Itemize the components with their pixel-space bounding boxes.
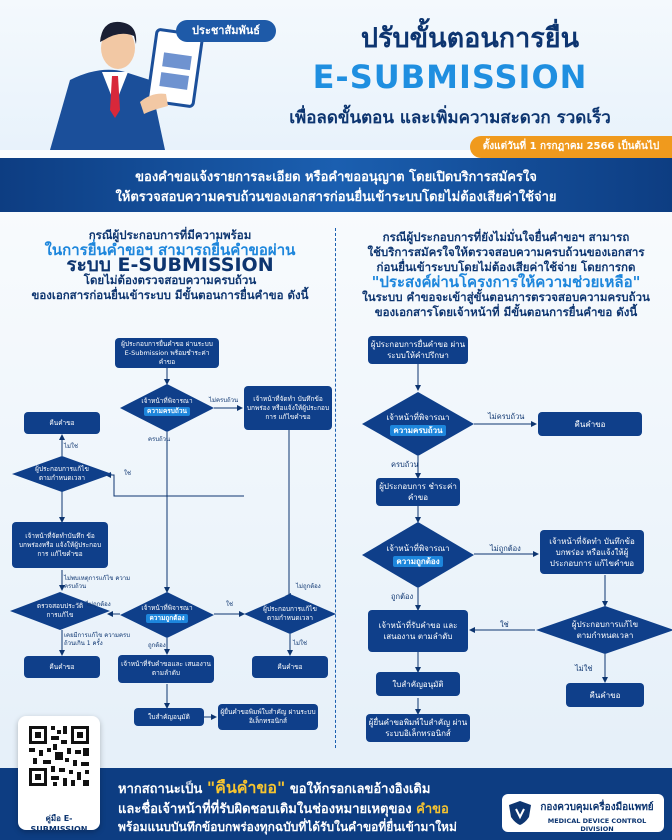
left-notify-box-2: เจ้าหน้าที่จัดทำบันทึก ข้อบกพร่องหรือ แจ… <box>12 522 108 568</box>
left-d1-highlight: ความครบถ้วน <box>144 407 190 416</box>
footer-line1-highlight: "คืนคำขอ" <box>206 778 286 797</box>
left-correctness-decision: เจ้าหน้าที่พิจารณา ความถูกต้อง <box>120 592 214 638</box>
left-print-box: ผู้ยื่นคำขอพิมพ์ใบสำคัญ ผ่านระบบอิเล็กทร… <box>218 704 318 730</box>
right-label-no: ไม่ใช่ <box>575 664 593 673</box>
right-label-correct: ถูกต้อง <box>391 592 414 601</box>
left-label-incomplete: ไม่ครบถ้วน <box>209 397 239 404</box>
qr-card[interactable] <box>18 716 100 830</box>
left-label-defect: ไม่พบเหตุการแก้ไข ความครบถ้วน <box>64 575 131 590</box>
left-label-notcorrect: ไม่ถูกต้อง <box>296 583 321 590</box>
left-label-no-1: ไม่ใช่ <box>64 443 78 450</box>
left-completeness-decision: เจ้าหน้าที่พิจารณา ความครบถ้วน <box>120 384 214 432</box>
right-d1-highlight: ความครบถ้วน <box>390 425 446 436</box>
right-return-box-2: คืนคำขอ <box>566 683 644 707</box>
left-label-yes-2: ใช่ <box>226 601 234 608</box>
footer-line2-highlight: คำขอ <box>416 802 449 817</box>
right-fixed-text: ผู้ประกอบการแก้ไข ตามกำหนดเวลา <box>571 620 639 640</box>
right-description: กรณีผู้ประกอบการที่ยังไม่มั่นใจยื่นคำขอฯ… <box>345 230 667 320</box>
left-fixed-decision-2: ผู้ประกอบการแก้ไข ตามกำหนดเวลา <box>244 594 336 634</box>
effective-date-badge: ตั้งแต่วันที่ 1 กรกฎาคม 2566 เป็นต้นไป <box>470 136 672 158</box>
right-fixed-decision: ผู้ประกอบการแก้ไข ตามกำหนดเวลา <box>536 606 672 654</box>
left-fixed-decision-1: ผู้ประกอบการแก้ไข ตามกำหนดเวลา <box>12 456 112 492</box>
right-desc-line1: กรณีผู้ประกอบการที่ยังไม่มั่นใจยื่นคำขอฯ… <box>382 230 630 244</box>
left-fixed1-text: ผู้ประกอบการแก้ไข ตามกำหนดเวลา <box>35 465 89 482</box>
left-desc-line2: ในการยื่นคำขอฯ สามารถยื่นคำขอผ่าน <box>44 241 296 259</box>
left-label-correct: ถูกต้อง <box>148 642 166 649</box>
footer-line3: พร้อมแนบบันทึกข้อบกพร่องทุกฉบับที่ได้รับ… <box>118 820 457 834</box>
right-desc-line3: ก่อนยื่นเข้าระบบโดยไม่ต้องเสียค่าใช้จ่าย… <box>376 260 636 274</box>
intro-band: ของคำขอแจ้งรายการละเอียด หรือคำขออนุญาต … <box>0 158 672 212</box>
footer-line2: และชื่อเจ้าหน้าที่ที่รับผิดชอบเดิมในช่อง… <box>118 798 518 819</box>
left-label-complete: ครบถ้วน <box>148 436 171 443</box>
org-name-english: MEDICAL DEVICE CONTROL DIVISION <box>547 817 647 833</box>
footer-line1: หากสถานะเป็น "คืนคำขอ" ขอให้กรอกเลขอ้างอ… <box>118 776 498 801</box>
right-notify-box: เจ้าหน้าที่จัดทำ บันทึกข้อบกพร่อง หรือแจ… <box>540 530 644 574</box>
left-return-box-3: คืนคำขอ <box>252 656 328 678</box>
intro-line2: ให้ตรวจสอบความครบถ้วนของเอกสารก่อนยื่นเข… <box>115 190 557 205</box>
left-d2-text: เจ้าหน้าที่พิจารณา <box>141 604 193 612</box>
left-desc-line4: โดยไม่ต้องตรวจสอบความครบถ้วน <box>83 273 257 287</box>
right-desc-line6: ของเอกสารโดยเจ้าหน้าที่ มีขั้นตอนการยื่น… <box>374 305 638 319</box>
left-description: กรณีผู้ประกอบการที่มีความพร้อม ในการยื่น… <box>10 228 330 303</box>
right-pay-box: ผู้ประกอบการ ชำระค่าคำขอ <box>376 478 460 506</box>
right-return-box-1: คืนคำขอ <box>538 412 642 436</box>
left-fixed2-text: ผู้ประกอบการแก้ไข ตามกำหนดเวลา <box>263 605 317 622</box>
right-desc-line5: ในระบบ คำขอจะเข้าสู่ขั้นตอนการตรวจสอบควา… <box>362 290 650 304</box>
right-desc-line4: "ประสงค์ผ่านโครงการให้ความช่วยเหลือ" <box>371 273 641 291</box>
right-start-box: ผู้ประกอบการยื่นคำขอ ผ่านระบบให้คำปรึกษา <box>368 336 468 364</box>
right-d2-highlight: ความถูกต้อง <box>393 556 443 567</box>
left-d1-text: เจ้าหน้าที่พิจารณา <box>141 397 193 405</box>
right-label-notcorrect: ไม่ถูกต้อง <box>490 544 521 553</box>
right-d2-text: เจ้าหน้าที่พิจารณา <box>386 544 450 553</box>
right-label-incomplete: ไม่ครบถ้วน <box>488 412 525 421</box>
page-title-line2: E-SUBMISSION <box>312 58 588 96</box>
right-approve-box: ใบสำคัญอนุมัติ <box>376 672 460 696</box>
right-print-box: ผู้ยื่นคำขอพิมพ์ใบสำคัญ ผ่านระบบอิเล็กทร… <box>366 714 470 742</box>
column-divider <box>335 228 336 748</box>
footer-line1-a: หากสถานะเป็น <box>118 782 207 797</box>
left-d2-highlight: ความถูกต้อง <box>146 614 188 623</box>
left-check-history-decision: ตรวจสอบประวัติ การแก้ไข <box>10 592 110 630</box>
qr-label: คู่มือ E-SUBMISSION <box>30 814 88 834</box>
footer-line1-b: ขอให้กรอกเลขอ้างอิงเดิม <box>285 782 431 797</box>
right-label-yes: ใช่ <box>500 620 509 629</box>
right-label-complete: ครบถ้วน <box>391 460 419 469</box>
left-label-exceed: เคยมีการแก้ไข ความครบถ้วนเกิน 1 ครั้ง <box>64 632 131 647</box>
qr-code-icon[interactable] <box>27 724 91 788</box>
right-correctness-decision: เจ้าหน้าที่พิจารณา ความถูกต้อง <box>362 522 474 588</box>
left-notify-box-1: เจ้าหน้าที่จัดทำ บันทึกข้อบกพร่อง หรือแจ… <box>244 386 332 430</box>
right-d1-text: เจ้าหน้าที่พิจารณา <box>386 413 450 422</box>
left-start-box: ผู้ประกอบการยื่นคำขอ ผ่านระบบ E-Submissi… <box>115 338 219 368</box>
page-title-line1: ปรับขั้นตอนการยื่น <box>360 23 580 54</box>
left-desc-line5: ของเอกสารก่อนยื่นเข้าระบบ มีขั้นตอนการยื… <box>31 288 309 302</box>
left-return-box-2: คืนคำขอ <box>24 656 100 678</box>
right-completeness-decision: เจ้าหน้าที่พิจารณา ความครบถ้วน <box>362 392 474 456</box>
pr-badge: ประชาสัมพันธ์ <box>176 20 276 42</box>
left-label-no-2: ไม่ใช่ <box>293 640 307 647</box>
intro-line1: ของคำขอแจ้งรายการละเอียด หรือคำขออนุญาต … <box>135 170 537 185</box>
left-approve-box: ใบสำคัญอนุมัติ <box>134 708 204 726</box>
right-receive-box: เจ้าหน้าที่รับคำขอ และเสนองาน ตามลำดับ <box>368 610 468 652</box>
left-desc-line3: ระบบ E-SUBMISSION <box>66 254 274 276</box>
left-label-yes-1: ใช่ <box>124 470 132 477</box>
page-subtitle: เพื่อลดขั้นตอน และเพิ่มความสะดวก รวดเร็ว <box>289 108 611 128</box>
left-receive-box: เจ้าหน้าที่รับคำขอและ เสนองานตามลำดับ <box>118 655 214 683</box>
org-shield-icon <box>509 801 531 825</box>
right-desc-line2: ใช้บริการสมัครใจให้ตรวจสอบความครบถ้วนของ… <box>367 245 645 259</box>
left-desc-line1: กรณีผู้ประกอบการที่มีความพร้อม <box>88 228 252 242</box>
left-return-box-1: คืนคำขอ <box>24 412 100 434</box>
org-name-thai: กองควบคุมเครื่องมือแพทย์ <box>540 802 654 813</box>
footer-line2-a: และชื่อเจ้าหน้าที่ที่รับผิดชอบเดิมในช่อง… <box>118 802 417 817</box>
left-label-notcorrect-2: ไม่ถูกต้อง <box>86 601 111 608</box>
left-check-text: ตรวจสอบประวัติ การแก้ไข <box>36 602 84 619</box>
